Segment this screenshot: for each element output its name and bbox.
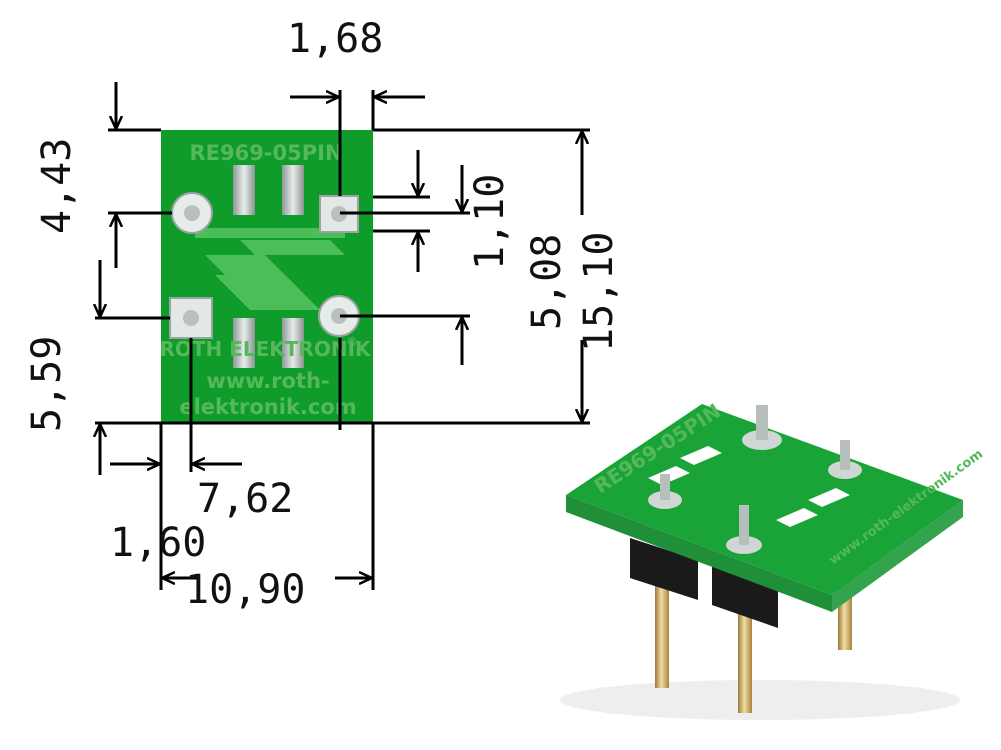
web-line-2: elektronik.com xyxy=(179,395,356,419)
web-line-1: www.roth- xyxy=(206,369,329,393)
dimension-labels: 1,68 4,43 1,10 5,08 15,10 5,59 7,62 1,60… xyxy=(24,16,622,613)
header-block xyxy=(630,538,698,600)
dim-left-offset: 1,60 xyxy=(110,520,206,566)
pin-hole xyxy=(184,205,200,221)
pcb-top-view: RE969-05PIN ROTH ELEKTRONIK ® www.roth- … xyxy=(159,130,373,423)
smd-pad xyxy=(282,165,304,215)
product-photo: RE969-05PIN www.roth-elektronik.com xyxy=(560,399,986,720)
board-label: RE969-05PIN xyxy=(189,141,342,165)
dim-board-height: 15,10 xyxy=(576,232,622,352)
dim-board-width: 10,90 xyxy=(185,567,305,613)
dim-bottom-offset: 5,59 xyxy=(24,336,70,432)
registered-mark: ® xyxy=(346,335,358,349)
dimension-lines xyxy=(95,82,590,590)
pin-hole xyxy=(183,310,199,326)
photo-smd-pad xyxy=(776,508,818,527)
dim-top-pad-offset: 4,43 xyxy=(34,138,80,234)
smd-pad xyxy=(233,318,255,368)
dim-pad-width: 1,68 xyxy=(287,16,383,62)
roth-logo xyxy=(195,228,345,310)
dim-pad-height: 1,10 xyxy=(467,174,513,270)
header-block xyxy=(712,562,778,628)
pin-hole xyxy=(331,206,347,222)
photo-smd-pad xyxy=(680,446,722,465)
header-pin xyxy=(655,560,669,688)
photo-smd-pad xyxy=(808,488,850,507)
photo-pcb-top xyxy=(566,404,963,595)
dim-pin-pitch-horizontal: 7,62 xyxy=(197,476,293,522)
brand-label: ROTH ELEKTRONIK xyxy=(159,337,372,361)
smd-pad xyxy=(233,165,255,215)
pin-hole xyxy=(331,308,347,324)
dim-pin-pitch-vertical: 5,08 xyxy=(524,234,570,330)
smd-pad xyxy=(282,318,304,368)
